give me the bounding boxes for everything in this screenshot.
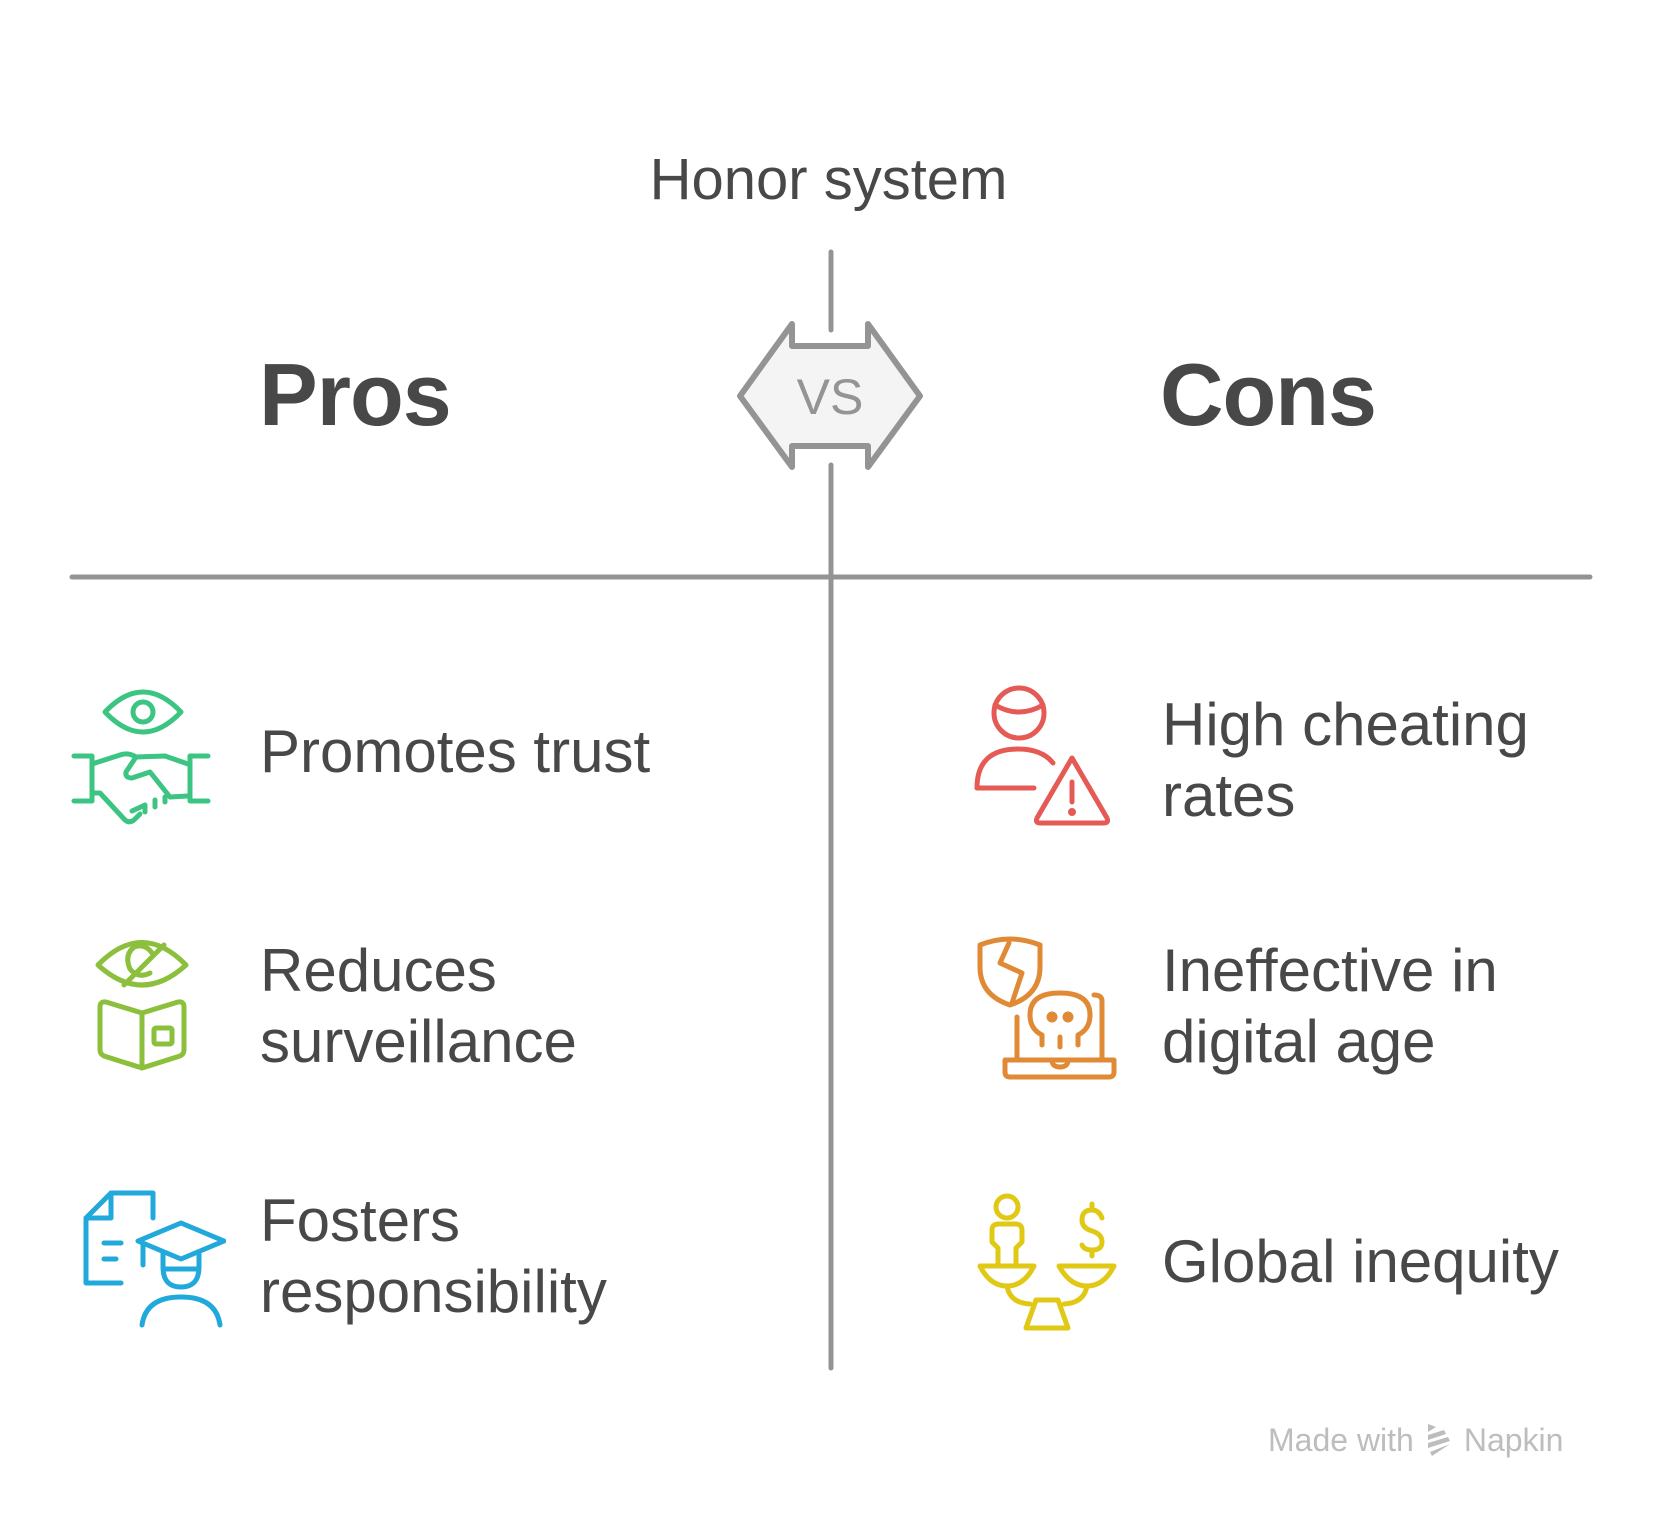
vs-badge: VS bbox=[737, 321, 923, 470]
cons-item-text: High cheating rates bbox=[1162, 691, 1529, 829]
cons-heading: Cons bbox=[1160, 345, 1377, 444]
pros-item-text: Fosters responsibility bbox=[260, 1187, 607, 1325]
pros-item: Promotes trust bbox=[70, 680, 770, 830]
pros-item: Reduces surveillance bbox=[70, 925, 770, 1095]
diagram-title: Honor system bbox=[649, 147, 1008, 212]
person-money-scale-icon bbox=[977, 1193, 1117, 1331]
pros-item-text: Promotes trust bbox=[260, 718, 651, 785]
watermark-brand: Napkin bbox=[1463, 1422, 1564, 1458]
cons-item: High cheating rates bbox=[972, 685, 1642, 835]
cons-item-text: Ineffective in digital age bbox=[1162, 937, 1498, 1075]
pros-item: Fosters responsibility bbox=[70, 1185, 770, 1355]
cons-item: Ineffective in digital age bbox=[972, 935, 1642, 1095]
eye-slash-book-icon bbox=[95, 940, 189, 1071]
document-graduate-icon bbox=[83, 1190, 226, 1328]
eye-handshake-icon bbox=[71, 689, 211, 825]
pros-heading: Pros bbox=[259, 345, 452, 444]
vs-label: VS bbox=[797, 369, 864, 425]
made-with-napkin-watermark[interactable]: Made with Napkin bbox=[1268, 1420, 1563, 1460]
pros-item-text: Reduces surveillance bbox=[260, 937, 577, 1075]
vs-double-arrow-shape bbox=[737, 321, 923, 470]
broken-shield-skull-laptop-icon bbox=[977, 936, 1117, 1080]
cons-item: Global inequity bbox=[972, 1190, 1642, 1340]
watermark-prefix: Made with bbox=[1268, 1422, 1414, 1458]
user-warning-icon bbox=[974, 685, 1111, 826]
napkin-logo-icon bbox=[1427, 1424, 1450, 1456]
cons-item-text: Global inequity bbox=[1162, 1228, 1559, 1295]
